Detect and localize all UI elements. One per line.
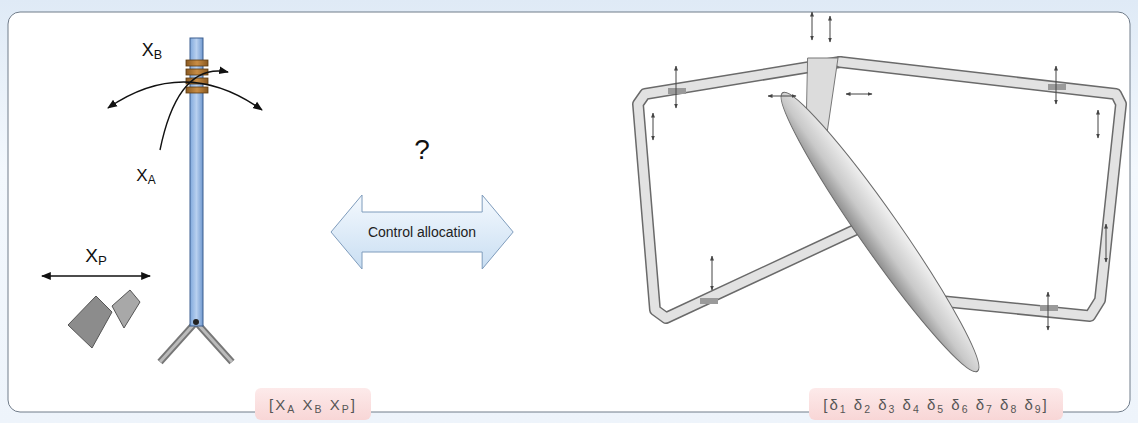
- vector-label: [δ1 δ2 δ3 δ4 δ5 δ6 δ7 δ8 δ9]: [823, 396, 1049, 413]
- question-mark: ?: [414, 134, 430, 166]
- box-wing-aircraft: [638, 58, 1121, 383]
- double-arrow-outline: [331, 195, 513, 269]
- roll-arrow: [108, 82, 262, 110]
- pedal-axis-label: XP: [85, 245, 107, 267]
- vector-label: [XA XB XP]: [269, 396, 357, 413]
- pedal-arrow: [42, 275, 150, 276]
- joystick: [160, 38, 232, 362]
- pitch-axis-label: XA: [136, 166, 155, 186]
- panel: [8, 12, 1130, 412]
- control-surface-arrows: [653, 12, 1106, 330]
- arrow-label: Control allocation: [368, 224, 476, 240]
- double-arrow: Control allocation: [330, 194, 514, 270]
- output-vector: [δ1 δ2 δ3 δ4 δ5 δ6 δ7 δ8 δ9]: [809, 388, 1063, 420]
- input-vector: [XA XB XP]: [255, 388, 371, 420]
- pedals: [68, 290, 140, 348]
- roll-axis-label: XB: [142, 40, 162, 61]
- pitch-arrow: [160, 71, 228, 150]
